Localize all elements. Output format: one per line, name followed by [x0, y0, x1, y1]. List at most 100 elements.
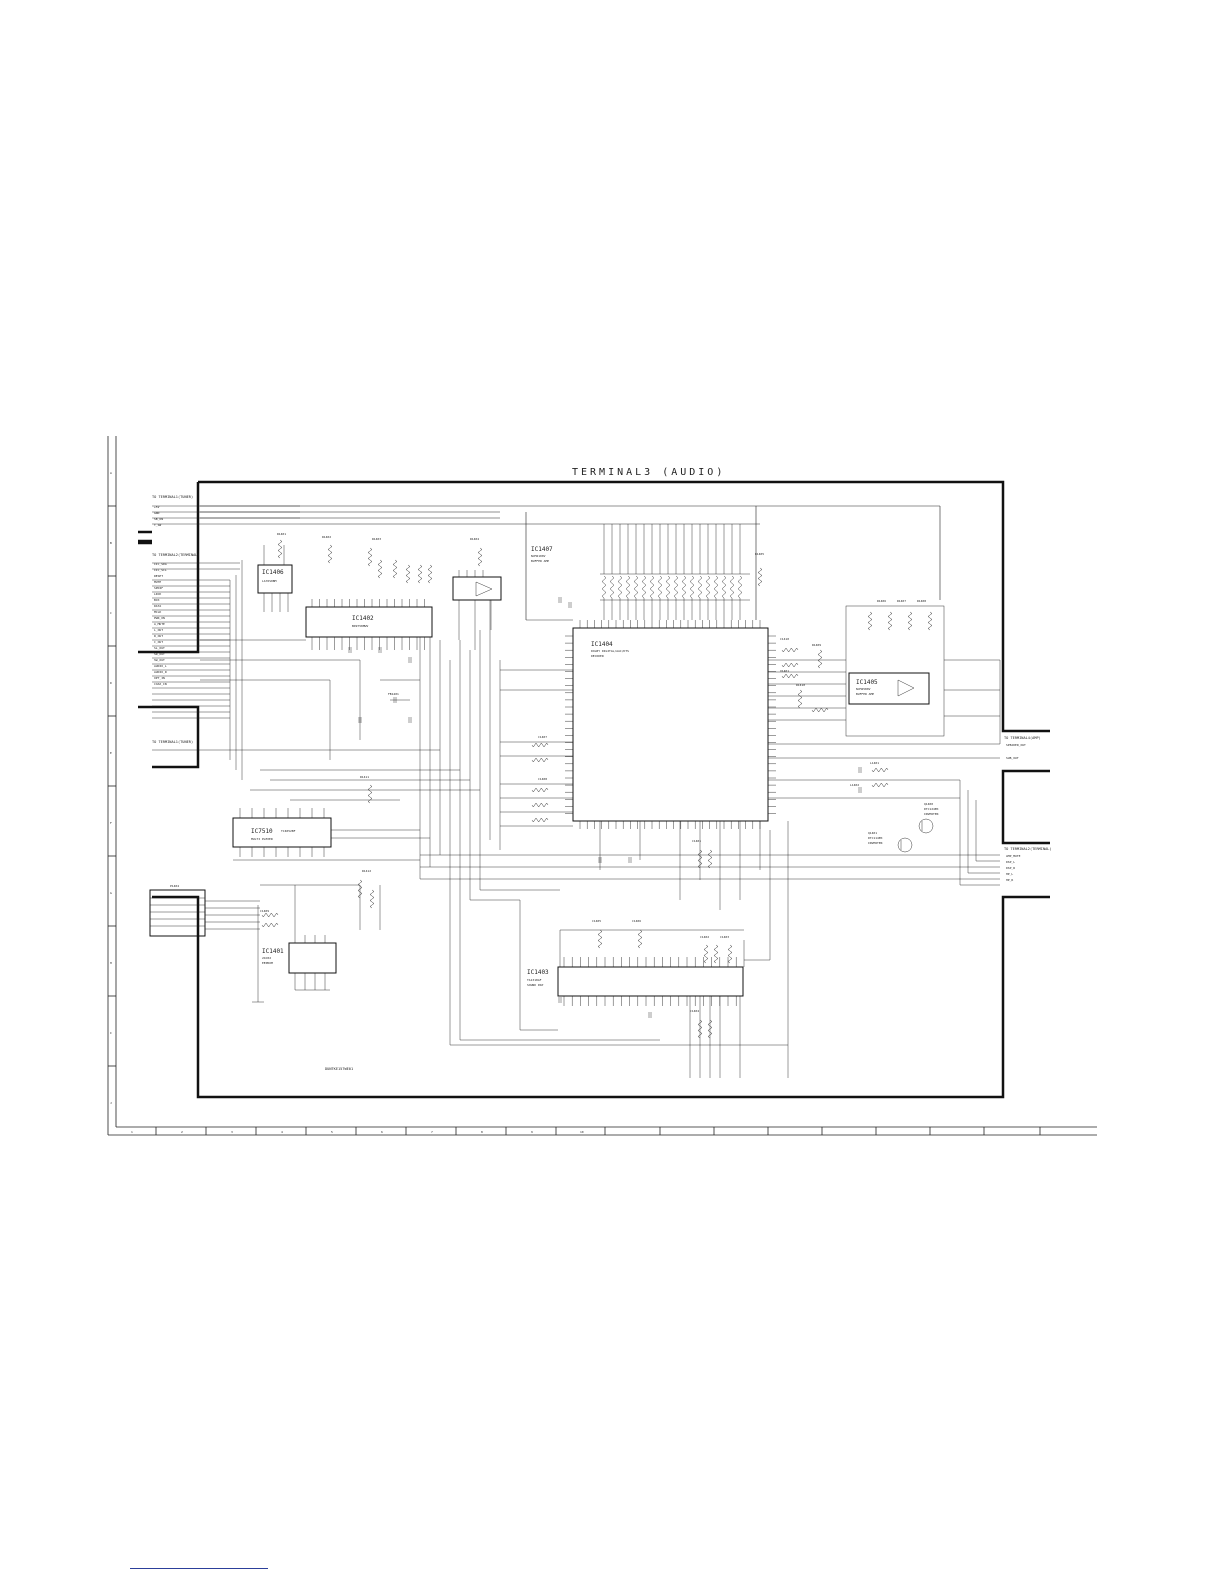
component-label: R1411	[360, 775, 369, 779]
board-outline	[138, 480, 1050, 1099]
top-power-rails	[200, 505, 941, 620]
component-label: C1408	[538, 777, 547, 781]
left-signal-label: MUTE	[154, 580, 161, 584]
component-label: FB1401	[388, 692, 399, 696]
component-label: C1404	[690, 1009, 699, 1013]
interconnect-wiring	[200, 600, 789, 1078]
ic1405-part: NJM4580V	[856, 687, 871, 691]
component-label: C1407	[538, 735, 547, 739]
page-footer-link[interactable]	[130, 1568, 268, 1569]
right-signal-label: DSP_R	[1006, 866, 1015, 870]
component-label: R1412	[362, 869, 371, 873]
left-signal-label: RESET	[154, 574, 163, 578]
ic1405-desc: BUFFER AMP	[856, 692, 874, 696]
left-signal-label: IIC_SCL	[154, 568, 167, 572]
grid-row-label: E	[110, 751, 112, 755]
p1404-connector: P1404	[149, 884, 260, 937]
left-signal-label: MCLK	[154, 610, 161, 614]
ic1406-label: IC1406	[262, 569, 284, 576]
left-signal-label: LRCK	[154, 592, 161, 596]
ic1407-label: IC1407	[531, 546, 553, 553]
left-signal-label: PWR_ON	[154, 616, 165, 620]
grid-column-label: 6	[381, 1130, 383, 1134]
ic1403-label: IC1403	[527, 969, 549, 976]
component-label: C1401	[692, 839, 701, 843]
ic1405: IC1405 NJM4580V BUFFER AMP	[845, 605, 945, 737]
ic1402-part: BD9758MWV	[352, 624, 368, 628]
right-signal-label: HP_R	[1006, 878, 1013, 882]
grid-row-label: B	[110, 541, 112, 545]
component-label: C1405	[592, 919, 601, 923]
right-signal-labels: SPEAKER_OUTSUB_OUTAMP_MUTEDSP_LDSP_RHP_L…	[1006, 743, 1026, 882]
ic7510: IC7510 TC4052BF MULTI PLEXER	[232, 808, 332, 857]
ic1401-label: IC1401	[262, 948, 284, 955]
ic1406-part: LA76S0BM	[262, 579, 277, 583]
connector-tuner-bottom-label: TO TERMINAL1(TUNER)	[152, 740, 193, 744]
grid-column-label: 5	[331, 1130, 333, 1134]
grid-column-label: 7	[431, 1130, 433, 1134]
ic1404-desc2: DECODER	[591, 654, 604, 658]
left-signal-label: IIC_SDA	[154, 562, 167, 566]
q1401-part: DTC114EK	[868, 836, 883, 840]
resistor-array-top	[600, 524, 750, 620]
component-label: X1401	[780, 669, 789, 673]
left-signal-label: A_MUTE	[154, 622, 165, 626]
left-signal-label: SPDIF	[154, 586, 163, 590]
right-signal-label: SPEAKER_OUT	[1006, 743, 1026, 747]
component-label: R1404	[470, 537, 479, 541]
component-label: L1402	[850, 783, 859, 787]
q1400: Q1400 DTC124EK INVERTER	[918, 802, 939, 834]
p1404-label: P1404	[170, 884, 179, 888]
ic1402: IC1402 BD9758MWV	[305, 599, 433, 650]
ic1405-label: IC1405	[856, 679, 878, 686]
ic1407-desc: BUFFER AMP	[531, 559, 549, 563]
grid-frame	[107, 436, 1097, 1136]
right-signal-label: DSP_L	[1006, 860, 1015, 864]
left-signal-label: BCK	[154, 598, 160, 602]
left-signal-label: SR_OUT	[154, 652, 165, 656]
ic1401-desc: EEPROM	[262, 961, 273, 965]
right-output-wires	[420, 659, 1001, 886]
grid-row-label: G	[110, 891, 112, 895]
grid-row-label: J	[110, 1101, 112, 1105]
left-signal-label: AUDIO_L	[154, 664, 167, 668]
grid-column-label: 2	[181, 1130, 183, 1134]
connector-terminal-right-label: TO TERMINAL2(TERMINAL)	[1004, 847, 1052, 851]
q1401-label: Q1401	[868, 831, 877, 835]
ic1404-label: IC1404	[591, 641, 613, 648]
left-signal-label: OPT_IN	[154, 676, 165, 680]
right-signal-label: AMP_MUTE	[1006, 854, 1021, 858]
q1401: Q1401 DTC114EK INVERTER	[868, 831, 913, 853]
left-signal-label: SW_OUT	[154, 658, 165, 662]
q1400-desc: INVERTER	[924, 812, 939, 816]
ic1403-part: TA1318AF	[527, 978, 542, 982]
component-label: R1409	[812, 643, 821, 647]
component-label: R1401	[277, 532, 286, 536]
component-label: C1410	[780, 637, 789, 641]
left-signal-label: GND	[154, 511, 160, 515]
component-label: R1403	[372, 537, 381, 541]
left-connector-stub	[138, 530, 152, 545]
component-label: L1401	[870, 761, 879, 765]
grid-row-label: C	[110, 611, 112, 615]
component-label: R1407	[897, 599, 906, 603]
grid-column-label: 10	[580, 1130, 584, 1134]
ic1407: IC1407 NJM2100V BUFFER AMP	[452, 546, 553, 650]
ic1402-label: IC1402	[352, 615, 374, 622]
component-label: C1409	[260, 909, 269, 913]
ic1407-part: NJM2100V	[531, 554, 546, 558]
left-signal-label: T_SW	[154, 523, 161, 527]
grid-row-label: D	[110, 681, 112, 685]
left-signal-label: AUDIO_R	[154, 670, 167, 674]
ic1401: IC1401 24C02 EEPROM	[252, 885, 337, 1003]
ic1404: IC1404 DOLBY DIGITAL/AAC/DTS DECODER	[565, 620, 776, 829]
schematic-title: TERMINAL3 (AUDIO)	[572, 467, 725, 478]
model-code: DUNTKE157WE01	[325, 1067, 353, 1071]
grid-row-label: H	[110, 961, 112, 965]
ic1403: IC1403 TA1318AF SOUND DSP	[527, 957, 744, 1006]
right-signal-label: SUB_OUT	[1006, 756, 1019, 760]
